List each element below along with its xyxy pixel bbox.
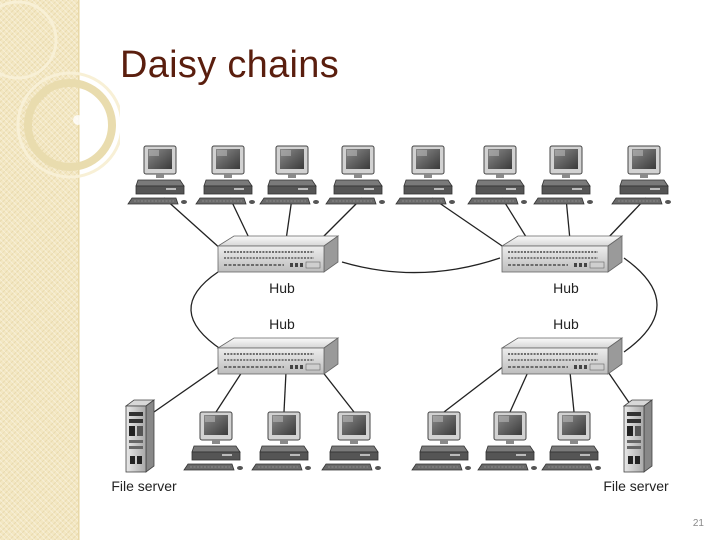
network-cables (153, 197, 658, 413)
file-server-right-label: File server (603, 478, 669, 494)
sidebar-decoration (0, 0, 78, 540)
file-server-right-icon (623, 399, 653, 473)
workstation-icon (259, 145, 320, 205)
hub-bottom-left-icon (217, 337, 339, 375)
workstation-icon (533, 145, 594, 205)
slide-title: Daisy chains (120, 44, 340, 86)
hub-top-left-label: Hub (269, 280, 295, 296)
workstation-icon (467, 145, 528, 205)
workstation-icon (195, 145, 256, 205)
hub-bottom-left-label: Hub (269, 316, 295, 332)
hub-top-right-label: Hub (553, 280, 579, 296)
workstation-icon (395, 145, 456, 205)
decorative-circles (0, 0, 120, 179)
file-server-left-icon (125, 399, 155, 473)
hub-bottom-right-label: Hub (553, 316, 579, 332)
hub-bottom-right-icon (501, 337, 623, 375)
sidebar-edge (78, 0, 80, 540)
hub-top-right-icon (501, 235, 623, 273)
workstation-icon (611, 145, 672, 205)
workstation-icon (251, 411, 312, 471)
workstation-icon (541, 411, 602, 471)
hub-top-left-icon (217, 235, 339, 273)
workstation-icon (321, 411, 382, 471)
workstation-icon (477, 411, 538, 471)
file-server-left-label: File server (111, 478, 177, 494)
workstation-icon (411, 411, 472, 471)
page-number: 21 (692, 518, 704, 529)
workstation-icon (325, 145, 386, 205)
workstation-icon (127, 145, 188, 205)
workstation-icon (183, 411, 244, 471)
workstations-top (127, 145, 672, 205)
workstations-bottom (183, 411, 602, 471)
